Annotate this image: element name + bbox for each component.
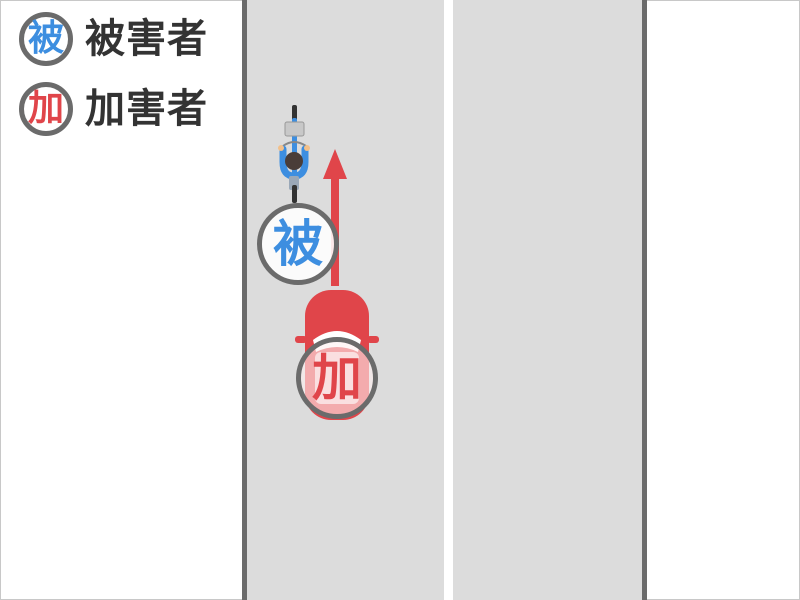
road-right-edge-line bbox=[642, 0, 647, 600]
road-left-edge-line bbox=[242, 0, 247, 600]
legend-perpetrator-label: 加害者 bbox=[85, 86, 208, 132]
victim-badge-icon: 被 bbox=[19, 12, 73, 66]
legend-victim: 被 被害者 bbox=[19, 12, 208, 66]
bicycle-icon bbox=[278, 105, 310, 203]
legend-victim-label: 被害者 bbox=[85, 16, 208, 62]
legend-perpetrator: 加 加害者 bbox=[19, 82, 208, 136]
perpetrator-badge-icon: 加 bbox=[19, 82, 73, 136]
road-center-line bbox=[444, 0, 453, 600]
perpetrator-marker-badge: 加 bbox=[296, 337, 378, 419]
victim-marker-badge: 被 bbox=[257, 203, 339, 285]
